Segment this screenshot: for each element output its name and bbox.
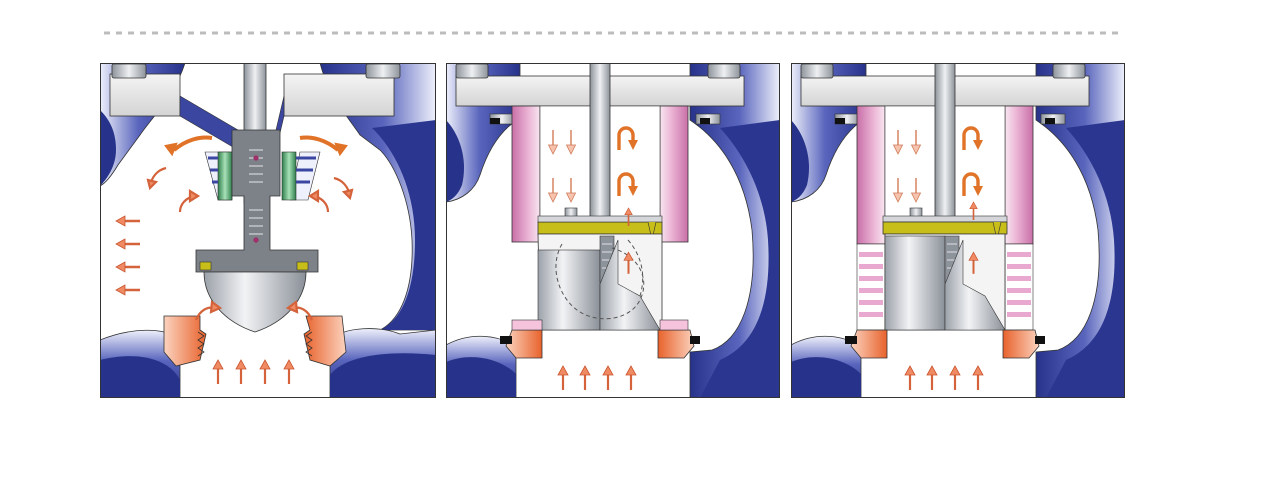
panel-cage-valve-balanced (791, 63, 1125, 398)
valve-stem (589, 63, 611, 224)
panel-cage-valve-unbalanced (446, 63, 780, 398)
valve-plug (203, 271, 307, 333)
plug-seal-ring (882, 221, 1008, 235)
cage-wall-right (659, 105, 689, 243)
seat-ring-left (163, 315, 207, 367)
cage-wall-left (511, 105, 541, 243)
bonnet-right (283, 73, 395, 117)
plug-seal-ring (537, 221, 663, 235)
flow-arrows-curved (146, 135, 354, 321)
bolt-head-right (365, 63, 401, 79)
cage-wall-right (1004, 105, 1034, 245)
cage-windows-left (856, 243, 886, 331)
seat-ring-right (1002, 329, 1040, 359)
stem-connector (195, 129, 319, 273)
guide-ring-right (281, 151, 321, 201)
bonnet-left (109, 73, 181, 117)
panel-plug-valve (100, 63, 436, 398)
valve-stem (934, 63, 956, 224)
seat-ring-right (303, 315, 347, 367)
cage-wall-left (856, 105, 886, 245)
guide-ring-left (204, 151, 233, 201)
bolt-head-left (111, 63, 147, 79)
cage-windows-right (1004, 243, 1034, 331)
